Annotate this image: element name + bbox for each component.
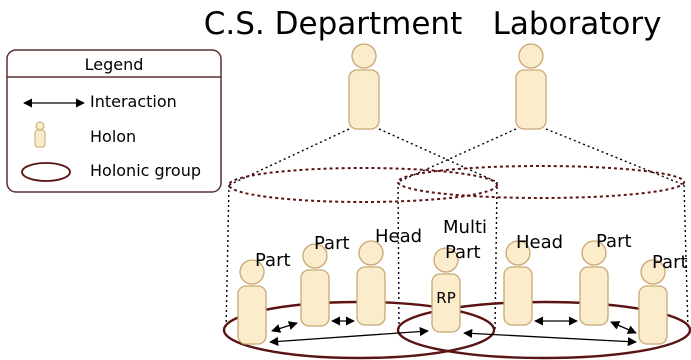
holon-part-4 (638, 259, 668, 345)
legend: Legend Interaction Holon Holonic group (6, 49, 222, 193)
legend-label-holon: Holon (90, 127, 136, 146)
role-label-head-lab: Head (516, 232, 563, 253)
legend-label-interaction: Interaction (90, 92, 177, 111)
holon-head-cs (356, 240, 386, 326)
legend-box (6, 49, 222, 193)
role-label-part-3: Part (596, 231, 632, 252)
title-cs-department: C.S. Department (204, 6, 462, 42)
ellipse-icon (21, 162, 71, 182)
role-label-multi-part: Part (445, 242, 481, 263)
legend-title: Legend (85, 55, 144, 74)
holon-part-2 (300, 243, 330, 327)
role-label-part-1: Part (255, 250, 291, 271)
interaction-arrows (269, 316, 637, 347)
role-label-multi: Multi (443, 217, 487, 238)
interaction-arrow (610, 321, 637, 334)
role-label-part-2: Part (314, 233, 350, 254)
projection-lines (228, 128, 685, 186)
title-laboratory: Laboratory (493, 6, 662, 42)
holon-head-lab (503, 240, 533, 326)
group-top-laboratory (397, 165, 685, 199)
holon-cs-department (348, 43, 380, 130)
cylinder-sides (225, 181, 689, 331)
holon-laboratory (515, 43, 547, 130)
role-label-part-4: Part (652, 252, 688, 273)
group-top-cs-department (228, 167, 498, 203)
holon-multi-part (431, 247, 461, 333)
legend-label-holonic-group: Holonic group (90, 161, 201, 180)
holon-part-3 (579, 240, 609, 326)
role-label-head-cs: Head (375, 226, 422, 247)
role-label-rp: RP (436, 289, 455, 307)
holon-part-1 (237, 259, 267, 345)
holon-icon (34, 121, 46, 148)
interaction-arrow (271, 321, 298, 333)
interaction-arrow (463, 328, 637, 347)
interaction-arrow (269, 327, 429, 346)
